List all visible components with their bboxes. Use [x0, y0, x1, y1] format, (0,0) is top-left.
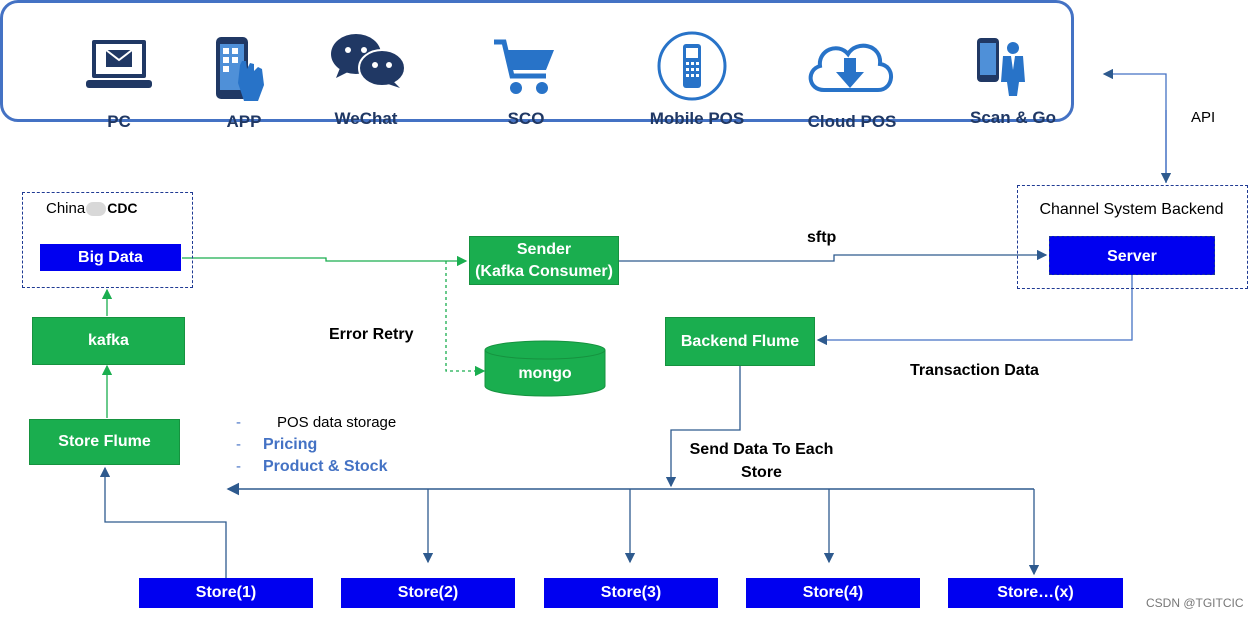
channel-label-sco: SCO — [507, 109, 545, 128]
channel-label-app: APP — [226, 112, 262, 131]
cloud-download-icon — [808, 43, 893, 92]
api-label: API — [1191, 109, 1216, 126]
channel-label-mobile-pos: Mobile POS — [649, 109, 745, 128]
store-box-2: Store(2) — [341, 578, 515, 608]
sender-box: Sender (Kafka Consumer) — [469, 236, 619, 285]
kafka-box: kafka — [32, 317, 185, 365]
channel-label-scan-go: Scan & Go — [970, 108, 1056, 127]
send-data-label: Send Data To Each Store — [689, 441, 834, 481]
store-box-3: Store(3) — [544, 578, 718, 608]
sftp-label: sftp — [807, 229, 837, 246]
store1-to-storeflume-line — [99, 466, 227, 578]
channel-label-cloud-pos: Cloud POS — [807, 112, 897, 131]
redaction-blur — [86, 202, 107, 217]
server-box: Server — [1049, 236, 1215, 275]
store-box-x: Store…(x) — [948, 578, 1123, 608]
channel-backend-box — [1017, 185, 1248, 289]
storage-list: -POS data storage -Pricing -Product & St… — [236, 414, 397, 475]
channel-label-pc: PC — [107, 112, 131, 131]
flume-to-stores-line — [665, 366, 741, 488]
channel-backend-title: Channel System Backend — [1039, 201, 1224, 218]
shopping-cart-icon — [494, 39, 554, 94]
pos-terminal-icon — [657, 31, 727, 101]
error-retry-line — [445, 261, 486, 377]
channel-label-wechat: WeChat — [334, 109, 398, 128]
channels-panel — [0, 0, 1074, 122]
store-box-4: Store(4) — [746, 578, 920, 608]
error-retry-label: Error Retry — [329, 326, 414, 343]
bigdata-to-sender-line — [182, 255, 468, 267]
watermark: CSDN @TGITCIC — [1146, 596, 1244, 610]
sftp-line — [618, 249, 1048, 262]
wechat-icon — [331, 34, 406, 88]
cdc-box — [22, 192, 193, 288]
api-connector — [1102, 68, 1167, 183]
store-flume-box: Store Flume — [29, 419, 180, 465]
mongo-label: mongo — [518, 365, 572, 382]
server-to-flume-line — [816, 275, 1133, 346]
big-data-box: Big Data — [40, 244, 181, 271]
laptop-mail-icon — [86, 40, 152, 88]
phone-hand-icon — [216, 37, 264, 101]
phone-person-icon — [977, 38, 1025, 96]
backend-flume-box: Backend Flume — [665, 317, 815, 366]
mongo-database-icon — [484, 340, 606, 397]
transaction-data-label: Transaction Data — [910, 362, 1039, 379]
store-box-1: Store(1) — [139, 578, 313, 608]
